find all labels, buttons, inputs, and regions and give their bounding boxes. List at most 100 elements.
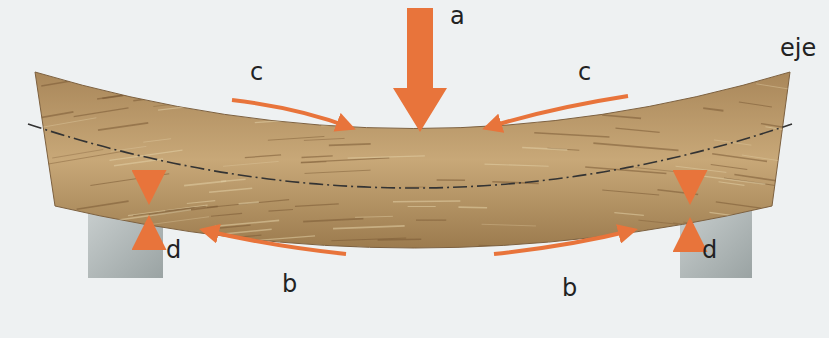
grain-stroke bbox=[35, 118, 96, 129]
grain-stroke bbox=[485, 164, 549, 166]
grain-stroke bbox=[329, 144, 371, 146]
tension-arrow bbox=[203, 230, 346, 254]
load-arrow bbox=[393, 8, 447, 132]
grain-stroke bbox=[676, 166, 727, 172]
grain-stroke bbox=[799, 61, 821, 65]
grain-stroke bbox=[393, 200, 460, 202]
grain-stroke bbox=[647, 230, 723, 238]
grain-stroke bbox=[774, 215, 829, 229]
reaction-arrow bbox=[687, 224, 694, 244]
grain-stroke bbox=[534, 97, 555, 98]
grain-stroke bbox=[323, 113, 379, 115]
grain-stroke bbox=[793, 146, 829, 160]
grain-stroke bbox=[690, 174, 766, 184]
force-label: a bbox=[450, 4, 465, 28]
compression-arrow bbox=[486, 96, 628, 128]
grain-stroke bbox=[408, 206, 436, 207]
reaction-label: d bbox=[166, 238, 181, 262]
force-label: c bbox=[578, 60, 591, 84]
grain-stroke bbox=[304, 138, 345, 140]
grain-stroke bbox=[783, 180, 820, 186]
grain-stroke bbox=[142, 261, 168, 264]
grain-stroke bbox=[593, 143, 678, 150]
grain-stroke bbox=[638, 220, 677, 224]
force-label: b bbox=[562, 276, 577, 300]
grain-stroke bbox=[333, 226, 405, 229]
grain-stroke bbox=[153, 97, 230, 106]
grain-stroke bbox=[302, 156, 333, 158]
grain-stroke bbox=[207, 243, 239, 246]
grain-stroke bbox=[74, 108, 129, 117]
grain-stroke bbox=[416, 220, 446, 221]
grain-stroke bbox=[215, 220, 279, 226]
grain-stroke bbox=[420, 114, 502, 115]
grain-stroke bbox=[457, 104, 500, 106]
axis-label: eje bbox=[780, 36, 816, 60]
reaction-arrow bbox=[687, 183, 694, 198]
grain-stroke bbox=[718, 182, 744, 186]
grain-stroke bbox=[385, 263, 412, 264]
grain-stroke bbox=[255, 120, 285, 122]
grain-stroke bbox=[90, 174, 169, 186]
grain-stroke bbox=[327, 267, 395, 270]
grain-stroke bbox=[458, 206, 487, 208]
grain-stroke bbox=[295, 204, 339, 206]
grain-stroke bbox=[143, 139, 171, 142]
tension-arrow bbox=[494, 230, 634, 254]
grain-stroke bbox=[239, 202, 259, 204]
grain-stroke bbox=[211, 213, 242, 216]
reaction-label: d bbox=[702, 238, 717, 262]
grain-stroke bbox=[576, 275, 639, 280]
grain-stroke bbox=[437, 179, 465, 181]
grain-stroke bbox=[372, 280, 405, 282]
grain-stroke bbox=[106, 210, 191, 222]
grain-stroke bbox=[221, 179, 246, 181]
compression-arrow bbox=[232, 100, 352, 128]
grain-stroke bbox=[482, 224, 536, 226]
grain-stroke bbox=[305, 170, 371, 173]
grain-stroke bbox=[522, 148, 567, 150]
grain-stroke bbox=[268, 136, 325, 140]
grain-stroke bbox=[602, 115, 641, 118]
grain-stroke bbox=[94, 80, 127, 85]
grain-stroke bbox=[303, 219, 363, 222]
grain-stroke bbox=[673, 223, 741, 231]
grain-stroke bbox=[256, 115, 284, 117]
grain-stroke bbox=[602, 190, 659, 195]
grain-stroke bbox=[77, 201, 129, 209]
grain-stroke bbox=[711, 164, 748, 169]
grain-stroke bbox=[551, 271, 584, 273]
grain-stroke bbox=[614, 213, 644, 216]
grain-stroke bbox=[102, 95, 123, 98]
grain-stroke bbox=[133, 91, 212, 101]
grain-stroke bbox=[776, 239, 829, 253]
grain-stroke bbox=[154, 92, 215, 99]
grain-stroke bbox=[41, 79, 84, 86]
force-label: b bbox=[282, 272, 297, 296]
grain-stroke bbox=[209, 188, 252, 192]
grain-stroke bbox=[184, 181, 226, 185]
reaction-arrow bbox=[146, 222, 153, 242]
grain-stroke bbox=[269, 210, 293, 212]
grain-stroke bbox=[245, 155, 281, 158]
grain-stroke bbox=[541, 270, 568, 272]
grain-stroke bbox=[97, 92, 143, 99]
grain-stroke bbox=[414, 271, 481, 273]
grain-stroke bbox=[301, 158, 389, 163]
grain-stroke bbox=[739, 102, 772, 107]
grain-stroke bbox=[128, 205, 208, 215]
grain-stroke bbox=[325, 247, 357, 248]
grain-stroke bbox=[166, 83, 252, 93]
grain-stroke bbox=[709, 212, 733, 215]
grain-stroke bbox=[716, 202, 761, 208]
neutral-axis bbox=[28, 124, 792, 188]
grain-stroke bbox=[534, 133, 609, 137]
grain-stroke bbox=[46, 151, 124, 164]
grain-stroke bbox=[355, 216, 393, 217]
grain-stroke bbox=[157, 74, 221, 82]
grain-stroke bbox=[793, 185, 824, 190]
grain-stroke bbox=[758, 219, 807, 227]
grain-stroke bbox=[52, 149, 103, 158]
grain-stroke bbox=[99, 74, 148, 81]
